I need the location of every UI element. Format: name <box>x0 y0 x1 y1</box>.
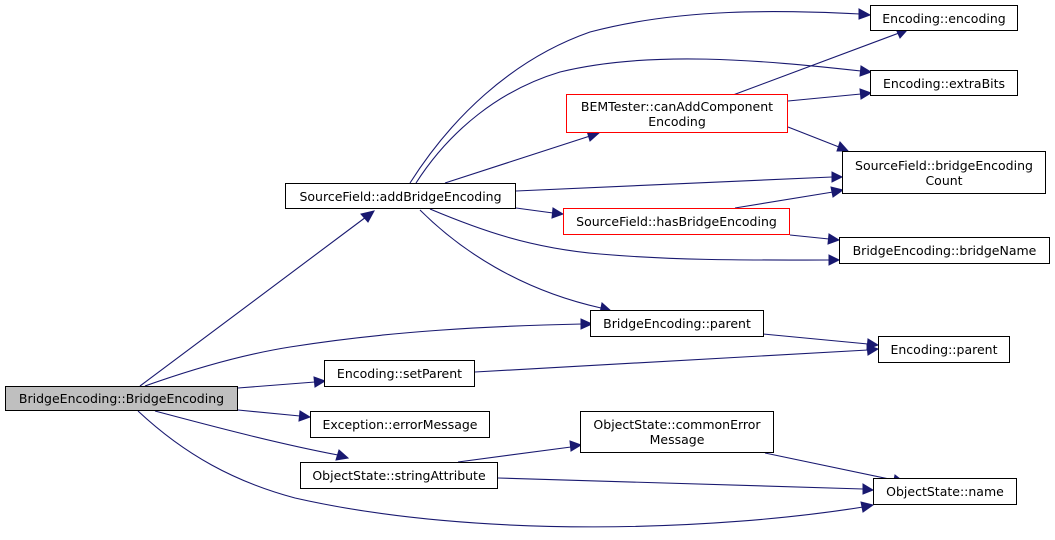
edge-common-error-to-object-state-name <box>764 452 895 481</box>
arrowhead <box>859 88 873 100</box>
edge-add-to-bridge-encoding-parent <box>419 209 602 309</box>
node-label: Encoding::setParent <box>336 366 463 381</box>
arrowhead <box>828 254 841 266</box>
edge-root-to-error-message <box>237 409 301 417</box>
node-label: SourceField::hasBridgeEncoding <box>576 214 777 229</box>
arrowhead <box>866 344 880 356</box>
edge-add-to-encoding-encoding <box>409 11 861 184</box>
node-label-line-2: Count <box>925 172 963 188</box>
call-edges <box>137 8 910 528</box>
node-label: Encoding::encoding <box>882 10 1006 26</box>
arrowhead <box>858 8 872 20</box>
node-source-field-add-bridge-encoding[interactable]: SourceField::addBridgeEncoding <box>285 183 516 209</box>
node-label: Encoding::parent <box>890 342 998 357</box>
node-source-field-bridge-encoding-count[interactable]: SourceField::bridgeEncoding Count <box>842 151 1046 194</box>
node-source-field-has-bridge-encoding[interactable]: SourceField::hasBridgeEncoding <box>563 208 790 235</box>
edge-can-add-to-bridge-encoding-count <box>787 126 840 148</box>
node-label: ObjectState::name <box>886 484 1004 499</box>
edge-add-to-bridge-name <box>429 208 830 261</box>
edge-add-to-can-add-component <box>444 135 591 184</box>
node-label: ObjectState::stringAttribute <box>312 468 486 483</box>
node-bridge-encoding-constructor[interactable]: BridgeEncoding::BridgeEncoding <box>5 386 238 411</box>
node-label: BridgeEncoding::BridgeEncoding <box>18 391 225 406</box>
edge-root-to-add-bridge-encoding <box>139 216 367 387</box>
node-bridge-encoding-parent[interactable]: BridgeEncoding::parent <box>590 310 764 337</box>
node-label: Encoding::extraBits <box>882 75 1006 91</box>
node-label-line-2: Encoding <box>648 113 706 129</box>
node-label-line-2: Message <box>649 432 705 447</box>
edge-add-to-bridge-encoding-count <box>515 176 833 192</box>
node-encoding-parent[interactable]: Encoding::parent <box>878 336 1010 363</box>
node-bem-tester-can-add-component-encoding[interactable]: BEMTester::canAddComponent Encoding <box>566 94 788 133</box>
node-label: Exception::errorMessage <box>322 417 478 432</box>
node-encoding-encoding[interactable]: Encoding::encoding <box>870 5 1018 31</box>
node-object-state-string-attribute[interactable]: ObjectState::stringAttribute <box>300 462 498 489</box>
edge-set-parent-to-encoding-parent <box>474 349 869 373</box>
node-object-state-common-error-message[interactable]: ObjectState::commonError Message <box>580 411 774 453</box>
edge-add-to-has-bridge-encoding <box>515 207 554 214</box>
edge-has-to-bridge-name <box>789 234 830 240</box>
edge-has-to-bridge-encoding-count <box>734 191 834 209</box>
edge-root-to-string-attribute <box>154 410 339 456</box>
node-encoding-set-parent[interactable]: Encoding::setParent <box>324 360 475 387</box>
arrowhead <box>860 501 875 513</box>
edge-can-add-to-extra-bits <box>787 93 862 102</box>
node-exception-error-message[interactable]: Exception::errorMessage <box>310 411 490 438</box>
edge-string-attribute-to-object-state-name <box>497 477 864 490</box>
node-label-line-1: SourceField::bridgeEncoding <box>855 157 1033 173</box>
arrowhead <box>360 210 375 223</box>
edge-root-to-bridge-encoding-parent <box>144 323 583 387</box>
arrowhead <box>836 141 850 152</box>
arrowhead <box>827 233 841 245</box>
edge-bridge-parent-to-encoding-parent <box>762 333 869 345</box>
arrowhead <box>335 449 350 461</box>
arrowhead <box>298 410 312 422</box>
edge-string-attribute-to-common-error <box>457 446 572 463</box>
node-encoding-extra-bits[interactable]: Encoding::extraBits <box>870 70 1018 96</box>
arrowhead <box>551 207 565 219</box>
edge-add-to-extra-bits <box>415 58 862 184</box>
node-label: BridgeEncoding::parent <box>603 316 751 331</box>
arrowhead <box>859 65 873 77</box>
arrowhead <box>313 376 327 388</box>
node-label: SourceField::addBridgeEncoding <box>299 188 502 204</box>
node-label-line-1: BEMTester::canAddComponent <box>580 98 774 114</box>
arrowhead <box>831 171 844 183</box>
edge-root-to-object-state-name <box>137 410 864 528</box>
arrowhead <box>862 483 875 495</box>
node-label: BridgeEncoding::bridgeName <box>852 243 1037 258</box>
arrowhead <box>580 318 594 330</box>
node-object-state-name[interactable]: ObjectState::name <box>873 478 1017 505</box>
node-bridge-encoding-bridge-name[interactable]: BridgeEncoding::bridgeName <box>839 237 1050 264</box>
edge-can-add-to-encoding-encoding <box>732 32 900 96</box>
arrowhead <box>830 186 845 198</box>
node-label-line-1: ObjectState::commonError <box>593 417 761 432</box>
edge-root-to-set-parent <box>237 381 316 389</box>
arrowhead <box>569 440 583 452</box>
